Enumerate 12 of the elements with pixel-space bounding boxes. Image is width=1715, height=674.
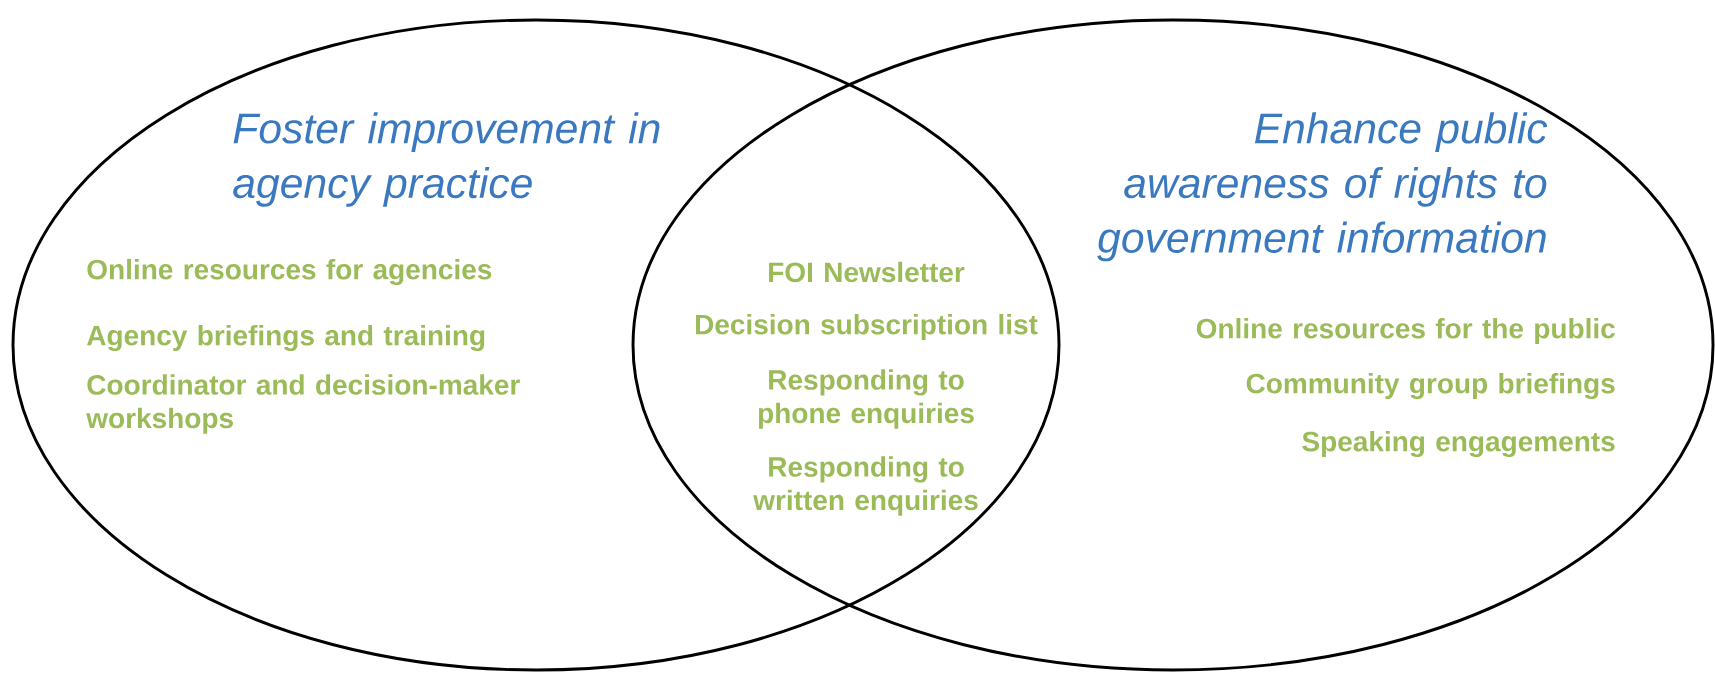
heading: Enhance public awareness of rights to government information: [1097, 112, 1548, 262]
list-item: Online resources for the public: [1196, 317, 1615, 345]
list-item: Agency briefings and training: [86, 324, 485, 352]
list-item: Coordinator and decision-maker workshops: [86, 374, 520, 434]
list-item: Responding to phone enquiries: [758, 369, 974, 429]
list-item: Speaking engagements: [1302, 430, 1615, 458]
heading: Foster improvement in agency practice: [233, 112, 660, 207]
list-item: Responding to written enquiries: [753, 456, 978, 516]
list-item: FOI Newsletter: [769, 261, 965, 283]
list-item: Online resources for agencies: [87, 258, 492, 286]
list-item: Community group briefings: [1246, 372, 1615, 400]
list-item: Decision subscription list: [696, 313, 1038, 341]
